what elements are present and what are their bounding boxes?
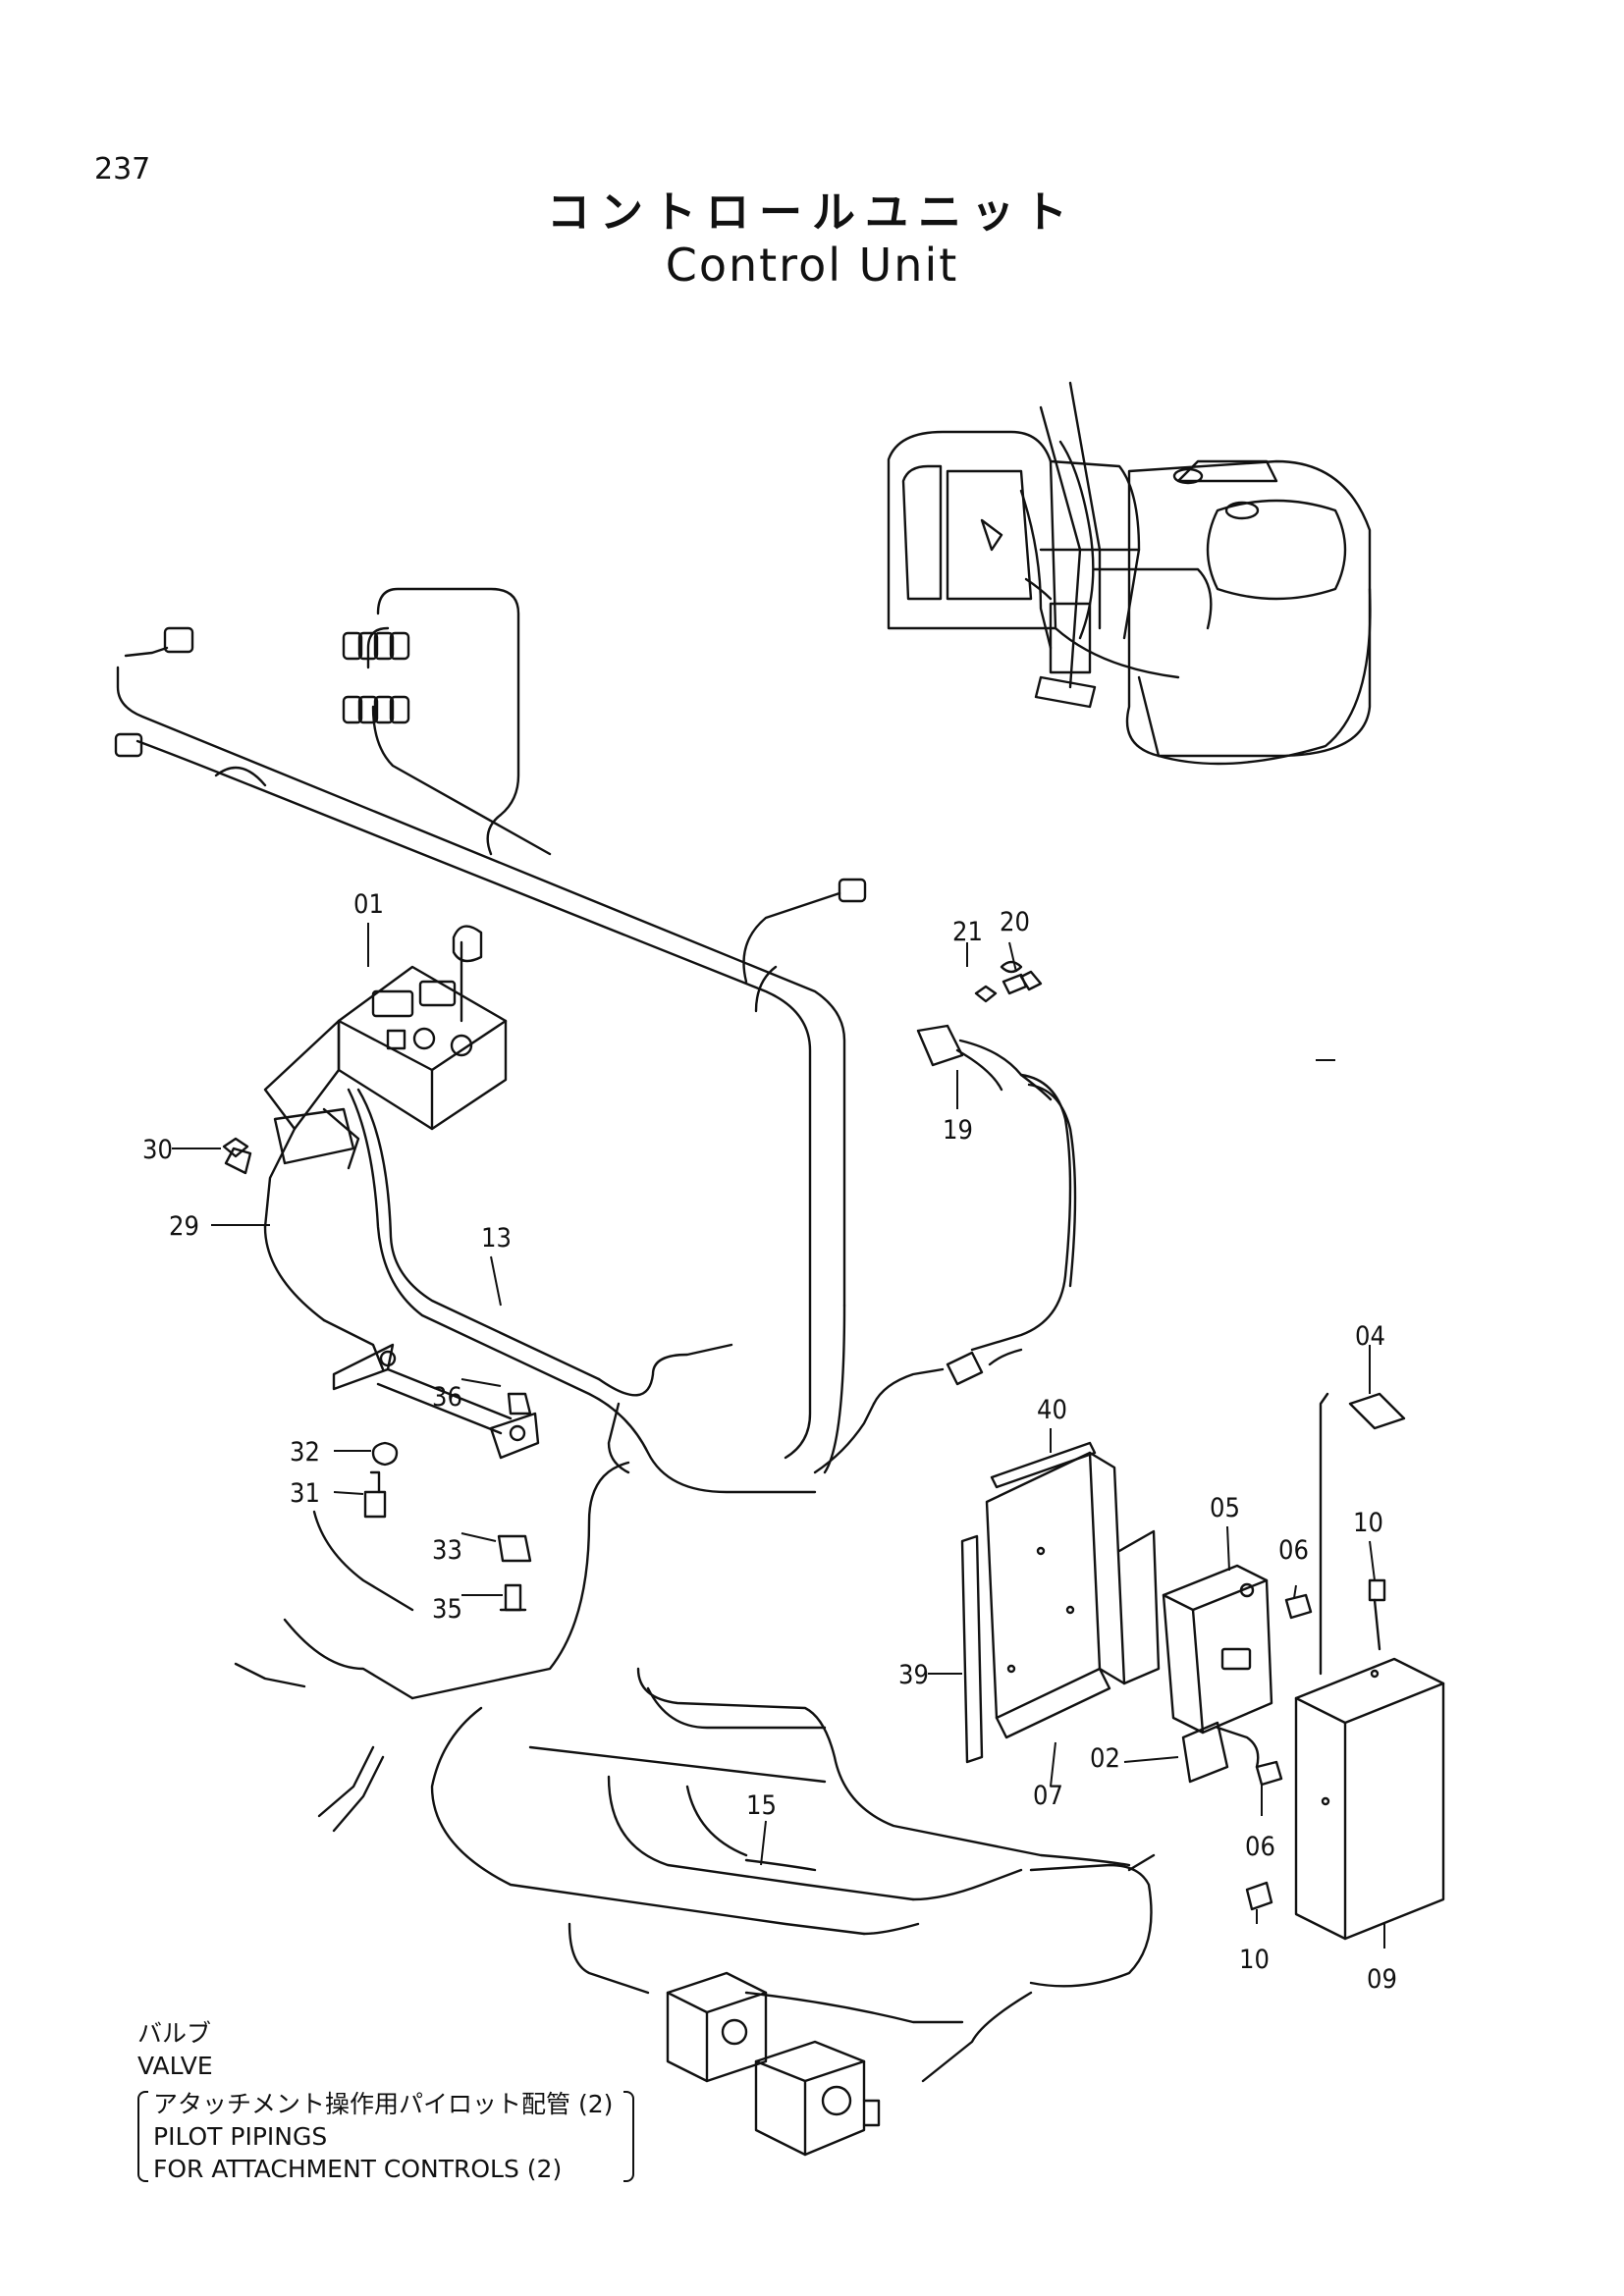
callout-29: 29 [169, 1211, 199, 1242]
callout-13: 13 [481, 1223, 512, 1254]
mounting-plate-07 [985, 1451, 1161, 1739]
callout-06-lower: 06 [1245, 1832, 1275, 1862]
callout-20: 20 [1000, 907, 1030, 937]
valve-assembly [666, 1971, 881, 2157]
cushion-39 [960, 1534, 984, 1764]
callout-36: 36 [432, 1382, 462, 1413]
callout-15: 15 [746, 1790, 777, 1821]
cushion-40 [990, 1441, 1097, 1489]
callout-07: 07 [1033, 1781, 1063, 1811]
callout-10-lower: 10 [1239, 1945, 1270, 1975]
page-title-english: Control Unit [665, 239, 959, 292]
callout-05: 05 [1210, 1493, 1240, 1523]
connector-cluster-upper [114, 626, 867, 903]
valve-label-jp: バルブ [137, 2019, 212, 2048]
callout-19: 19 [943, 1115, 973, 1146]
label-04 [1319, 1392, 1406, 1676]
valve-note: バルブ VALVE アタッチメント操作用パイロット配管 (2) PILOT PI… [137, 2017, 635, 2185]
pilot-piping-label-jp: アタッチメント操作用パイロット配管 (2) [153, 2090, 614, 2118]
wire-harness-13 [234, 1088, 817, 1833]
hardware-fasteners [224, 973, 1028, 1612]
page-title-japanese: コントロールユニット [547, 187, 1077, 238]
callout-32: 32 [290, 1437, 320, 1468]
mounting-bracket-29 [263, 1107, 540, 1460]
valve-label-en: VALVE [137, 2052, 213, 2080]
wire-harness-15 [430, 1667, 1156, 2083]
callout-40: 40 [1037, 1395, 1067, 1425]
callout-30: 30 [142, 1135, 173, 1165]
pilot-piping-label-en-2: FOR ATTACHMENT CONTROLS (2) [153, 2155, 563, 2183]
callout-09: 09 [1367, 1964, 1397, 1995]
page-number: 237 [94, 152, 151, 187]
callout-31: 31 [290, 1478, 320, 1509]
controller-05 [1162, 1564, 1273, 1735]
callout-39: 39 [898, 1660, 929, 1690]
wire-harness-19 [813, 1024, 1077, 1474]
clamp-02 [1181, 1721, 1260, 1784]
screws [222, 960, 1386, 1911]
pilot-piping-note: アタッチメント操作用パイロット配管 (2) PILOT PIPINGS FOR … [137, 2088, 635, 2185]
callout-33: 33 [432, 1535, 462, 1566]
callout-01: 01 [353, 889, 384, 920]
callout-06-upper: 06 [1278, 1535, 1309, 1566]
main-wire-harness [116, 587, 846, 1474]
excavator-overview-illustration [887, 381, 1372, 766]
callout-10-upper: 10 [1353, 1508, 1383, 1538]
callout-02: 02 [1090, 1743, 1120, 1774]
callout-21: 21 [952, 917, 983, 947]
control-lever-box-01 [263, 925, 508, 1170]
cover-09 [1294, 1657, 1445, 1941]
pilot-piping-label-en-1: PILOT PIPINGS [153, 2122, 328, 2151]
callout-35: 35 [432, 1594, 462, 1625]
callout-04: 04 [1355, 1321, 1385, 1352]
